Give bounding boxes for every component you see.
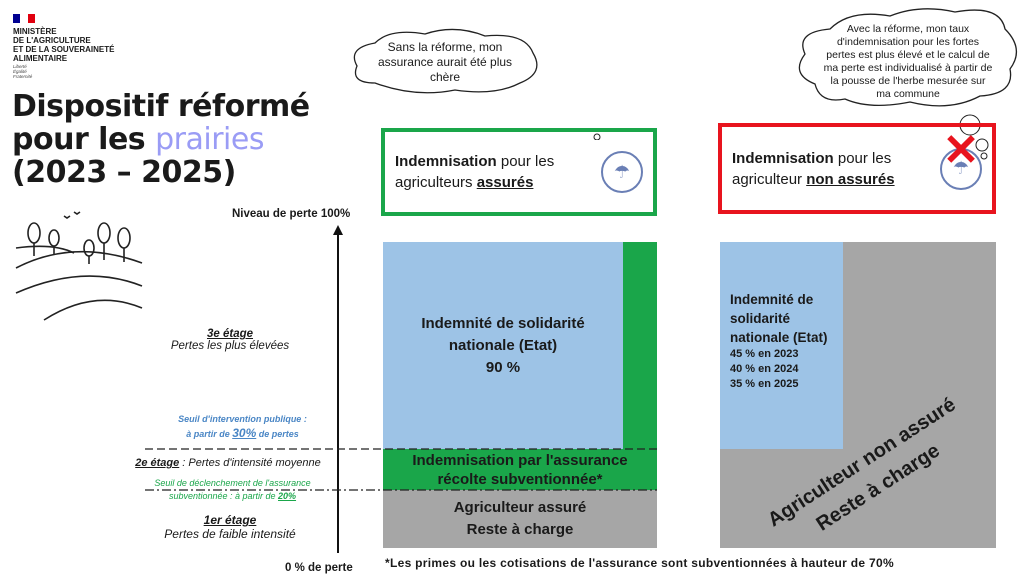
page-title: Dispositif réformé pour les prairies (20… — [12, 89, 310, 190]
insured-farmer-block: Agriculteur assuré Reste à charge — [383, 490, 657, 548]
french-flag-logo — [13, 14, 35, 23]
threshold-lines — [145, 448, 657, 491]
thought-cloud-right: Avec la réforme, mon taux d'indemnisatio… — [790, 4, 1022, 112]
ministry-line: MINISTÈRE — [13, 27, 57, 36]
ministry-line: DE L'AGRICULTURE — [13, 36, 91, 45]
title-highlight: prairies — [155, 122, 264, 157]
insured-farmers-box: Indemnisation pour les agriculteurs assu… — [381, 128, 657, 216]
axis-top-label: Niveau de perte 100% — [232, 208, 351, 220]
ministry-line: ET DE LA SOUVERAINETÉ — [13, 45, 115, 54]
thought-cloud-left: Sans la réforme, mon assurance aurait ét… — [345, 28, 545, 98]
landscape-icon — [15, 211, 143, 321]
loss-axis-arrow — [333, 225, 343, 553]
uninsured-solidarity-block: Indemnité de solidarité nationale (Etat)… — [720, 242, 843, 449]
ministry-name: MINISTÈRE DE L'AGRICULTURE ET DE LA SOUV… — [13, 27, 133, 63]
insured-solidarity-block: Indemnité de solidarité nationale (Etat)… — [383, 242, 623, 449]
insurance-top-strip — [623, 242, 657, 449]
crossed-umbrella-icon: ☂✕ — [940, 128, 982, 190]
thought-bubble-dots — [593, 133, 601, 140]
public-threshold-label: Seuil d'intervention publique :à partir … — [178, 414, 307, 440]
umbrella-people-icon: ☂ — [601, 151, 643, 193]
level-2-label: 2e étage : Pertes d'intensité moyenne — [135, 457, 321, 469]
insured-insurance-block: Indemnisation par l'assurance récolte su… — [383, 449, 657, 490]
ministry-line: ALIMENTAIRE — [13, 54, 68, 63]
axis-bottom-label: 0 % de perte — [285, 562, 353, 574]
uninsured-farmers-box: Indemnisation pour les agriculteur non a… — [718, 123, 996, 214]
footnote: *Les primes ou les cotisations de l'assu… — [385, 556, 894, 570]
